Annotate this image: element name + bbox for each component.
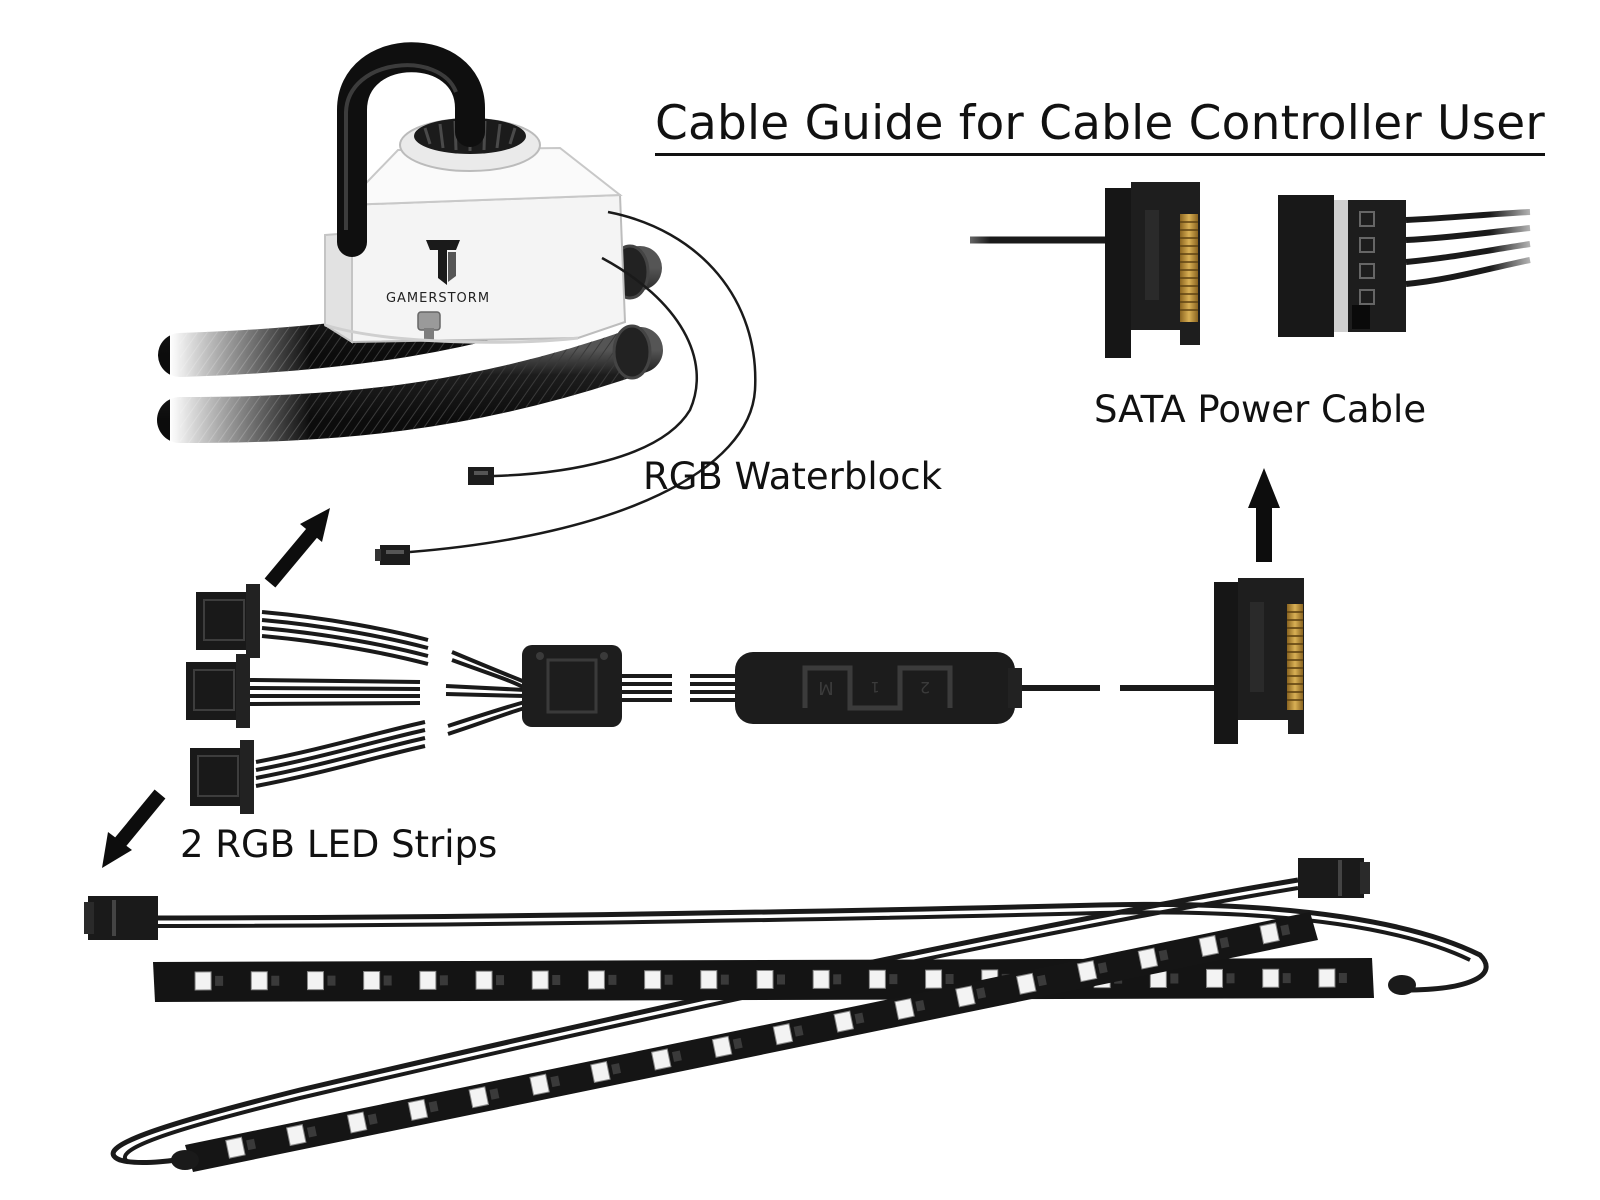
strip-b-led-4 [407,1098,439,1121]
strip-a-led-19 [1205,968,1235,988]
rgb-controller: M 1 2 [735,652,1022,724]
strip-b-led-12 [894,997,926,1020]
gamerstorm-logo-icon [426,240,460,285]
strip-a-led-5 [419,970,448,990]
strip-a-led-2 [250,971,280,991]
strip-2-connector [1298,858,1370,898]
strip-b-led-2 [285,1124,317,1147]
strip-a-led-20 [1262,968,1291,988]
strip-a-led-7 [531,970,561,990]
strip-1-connector [84,896,158,940]
splitter-cable-assembly: M 1 2 [186,578,1304,814]
arrow-down-left-icon [102,789,166,868]
sata-power-cable [930,182,1550,358]
splitter-connector-1 [196,584,260,658]
strip-a-led-6 [475,970,505,990]
strip-a-led-10 [700,970,729,990]
strip-a-led-8 [587,970,617,990]
strip-b-led-6 [529,1073,561,1096]
strip-a-led-21 [1318,968,1347,988]
splitter-connector-2 [186,654,250,728]
led-strip-b [185,912,1318,1172]
strip-a-led-13 [868,969,898,989]
strip-b-led-11 [833,1010,865,1033]
strip-a-led-14 [925,969,954,989]
strip-a-led-12 [812,969,842,989]
controller-sata-connector [1214,578,1304,744]
controller-buttons-outline [802,665,953,711]
arrow-up-right-icon [264,508,330,588]
pump-rgb-wire-1 [409,210,757,554]
strip-b-led-1 [225,1136,257,1159]
strip-a-led-1 [194,971,224,991]
sata-female-connector [1278,195,1406,337]
rgb-led-strips [84,858,1489,1172]
strip-a-led-18 [1149,968,1179,989]
strip-a-led-11 [756,969,786,990]
pump-connector-3pin [375,545,410,565]
strip-2-wire [110,877,1299,1166]
arrow-up-icon [1248,468,1280,562]
controller-button-2: 2 [920,678,930,697]
strip-b-led-15 [1076,960,1108,983]
pump-brand-text: GAMERSTORM [386,291,490,306]
strip-b-led-3 [346,1111,378,1134]
rgb-waterblock: GAMERSTORM [157,42,757,565]
splitter-connector-3 [190,740,254,814]
pump-connector-4pin [468,467,494,485]
strip-1-wire [155,901,1489,993]
controller-button-1: 1 [871,678,880,694]
strip-b-led-9 [711,1035,743,1058]
splitter-hub [522,645,622,727]
pump-body [343,193,627,344]
strip-b-led-13 [955,985,987,1008]
page-title: Cable Guide for Cable Controller User [655,96,1545,156]
strip-b-led-10 [772,1023,804,1046]
pump-top-tube [337,42,485,257]
sata-power-cable-label: SATA Power Cable [1094,388,1427,431]
rgb-waterblock-label: RGB Waterblock [643,455,943,498]
strip-b-led-18 [1259,922,1291,945]
strip-b-led-8 [650,1048,682,1071]
rgb-led-strips-label: 2 RGB LED Strips [180,823,498,866]
sata-male-connector [1105,182,1200,358]
strip-b-led-14 [1015,972,1047,995]
strip-a-led-3 [306,971,336,991]
pump-rgb-wire-2 [493,256,699,478]
strip-b-led-17 [1198,934,1230,957]
strip-a-led-4 [363,970,392,991]
controller-button-m: M [818,677,834,698]
strip-b-led-16 [1137,947,1169,970]
strip-b-led-5 [468,1086,500,1109]
strip-a-led-9 [644,970,673,990]
strip-b-led-7 [590,1061,622,1084]
